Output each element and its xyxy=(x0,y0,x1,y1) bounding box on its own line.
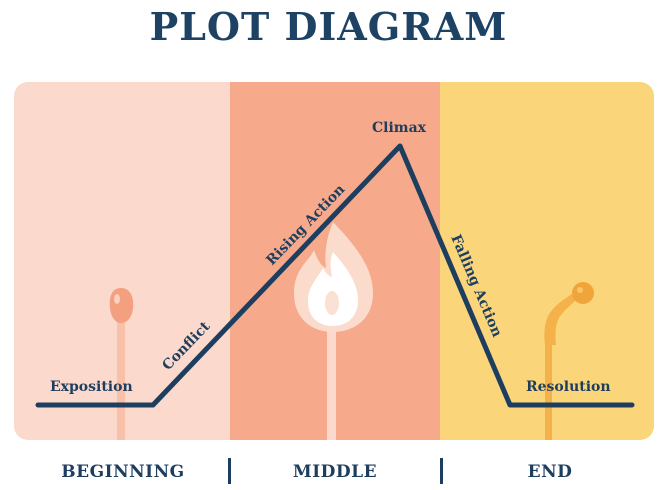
burning-match-icon xyxy=(293,222,373,440)
section-divider xyxy=(228,458,231,484)
unlit-match-icon xyxy=(109,288,134,440)
section-middle: MIDDLE xyxy=(292,462,378,482)
resolution-label: Resolution xyxy=(526,379,611,395)
exposition-label: Exposition xyxy=(50,379,133,395)
burnt-match-icon xyxy=(544,282,594,440)
page-title: PLOT DIAGRAM xyxy=(149,4,508,49)
plot-line xyxy=(35,143,635,408)
section-beginning: BEGINNING xyxy=(61,462,185,482)
climax-label: Climax xyxy=(372,120,427,136)
section-end: END xyxy=(527,462,573,482)
section-divider xyxy=(440,458,443,484)
conflict-label: Conflict xyxy=(159,318,213,373)
